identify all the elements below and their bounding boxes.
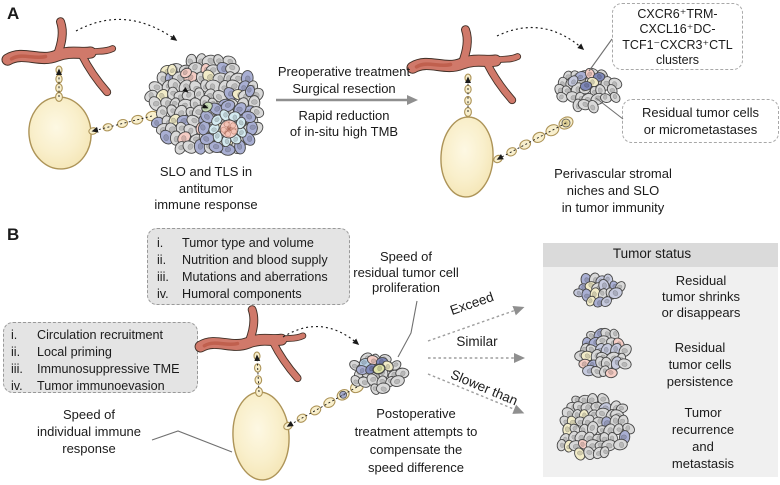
list-item: iii. Immunosuppressive TME <box>11 361 193 378</box>
residual-cluster-icon <box>349 352 410 395</box>
preoperative-label: Preoperative treatment Surgical resectio… <box>277 64 411 96</box>
list-item-text: Immunosuppressive TME <box>37 362 180 376</box>
list-numeral: iv. <box>11 379 23 393</box>
list-numeral: ii. <box>11 345 21 359</box>
speed-residual-label: Speed of residual tumor cell proliferati… <box>353 249 459 295</box>
blood-vessel-icon <box>413 30 518 100</box>
tumor-tls-cluster-icon <box>144 53 265 156</box>
immune-factors-box: i. Circulation recruitment ii. Local primi… <box>3 322 198 393</box>
perivascular-label: Perivascular stromal niches and SLO in t… <box>554 166 672 215</box>
ctl-cluster-callout: CXCR6⁺TRM- CXCL16⁺DC- TCF1⁻CXCR3⁺CTL clu… <box>612 3 743 70</box>
list-item-text: Local priming <box>37 345 112 359</box>
list-numeral: i. <box>157 236 164 250</box>
list-numeral: iii. <box>11 362 23 376</box>
list-item: i. Circulation recruitment <box>11 327 193 344</box>
outcome-text: Tumor recurrence and metastasis <box>671 405 735 471</box>
list-item: iv. Tumor immunoevasion <box>11 378 193 395</box>
outcome-text: Residual tumor cells persistence <box>666 340 734 389</box>
list-item-text: Circulation recruitment <box>37 328 163 342</box>
rapid-reduction-label: Rapid reduction of in-situ high TMB <box>289 108 399 139</box>
slo-tls-label: SLO and TLS in antitumor immune response <box>154 164 258 212</box>
list-item-text: Tumor immunoevasion <box>37 379 165 393</box>
blood-vessel-icon <box>8 22 113 92</box>
list-item-text: Tumor type and volume <box>182 236 314 250</box>
postoperative-label: Postoperative treatment attempts to comp… <box>354 406 478 475</box>
list-item: iv. Humoral components <box>157 286 343 303</box>
outcome-text: Residual tumor shrinks or disappears <box>661 273 741 320</box>
infiltration-arrowhead-icon <box>182 87 209 109</box>
tumor-status-panel <box>543 243 778 477</box>
residual-cluster-icon <box>554 67 623 114</box>
list-numeral: iii. <box>157 270 169 284</box>
arrow-label-similar: Similar <box>456 334 498 349</box>
list-item-text: Nutrition and blood supply <box>182 253 328 267</box>
list-item: i. Tumor type and volume <box>157 235 343 252</box>
list-numeral: ii. <box>157 253 167 267</box>
list-item: ii. Nutrition and blood supply <box>157 252 343 269</box>
arrow-label-slower: Slower than <box>448 366 520 409</box>
residual-tumor-callout: Residual tumor cells or micrometastases <box>622 99 779 143</box>
list-item: iii. Mutations and aberrations <box>157 269 343 286</box>
speed-individual-label: Speed of individual immune response <box>36 407 142 456</box>
list-item: ii. Local priming <box>11 344 193 361</box>
list-item-text: Humoral components <box>182 287 302 301</box>
tumor-status-header <box>543 243 778 267</box>
list-numeral: i. <box>11 328 18 342</box>
panel-b-label: B <box>7 225 20 244</box>
panel-a-label: A <box>7 4 20 23</box>
list-item-text: Mutations and aberrations <box>182 270 328 284</box>
tumor-status-title: Tumor status <box>612 246 692 261</box>
tumor-factors-box: i. Tumor type and volume ii. Nutrition and… <box>147 228 350 305</box>
blood-vessel-icon <box>201 310 303 379</box>
list-numeral: iv. <box>157 287 169 301</box>
